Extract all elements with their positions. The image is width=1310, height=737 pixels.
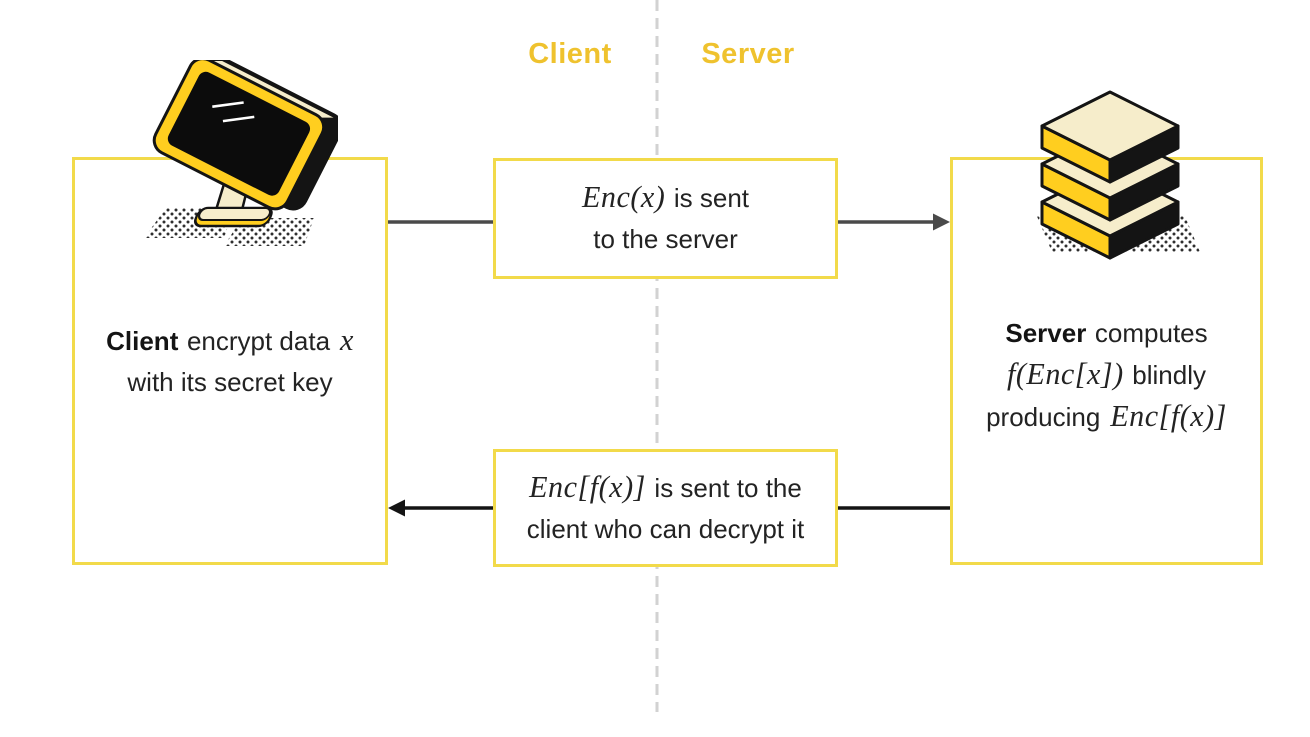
math-enc-f-x-2: Enc[f(x)]: [529, 469, 646, 504]
client-lane-label: Client: [528, 38, 612, 70]
math-enc-f-x: Enc[f(x)]: [1110, 398, 1227, 433]
server-lane-label: Server: [701, 38, 795, 70]
server-line3-text: producing: [986, 401, 1101, 432]
arrow-left-icon: [388, 499, 405, 517]
message-top-box: Enc(x)is sent to the server: [493, 158, 838, 279]
message-bottom-line1: Enc[f(x)] is sent to the: [529, 467, 802, 509]
message-bottom-line1-text: is sent to the: [654, 472, 802, 503]
client-line1-text: encrypt data: [186, 325, 331, 356]
message-bottom-line2: client who can decrypt it: [526, 513, 805, 544]
message-top-line2: to the server: [593, 224, 738, 254]
server-line2-text: blindly: [1132, 359, 1206, 390]
client-word-bold: Client: [106, 325, 179, 356]
server-line1-text: computes: [1094, 317, 1208, 348]
server-word-bold: Server: [1005, 317, 1087, 348]
math-f-enc-x: f(Enc[x]): [1007, 356, 1124, 391]
monitor-icon: [144, 60, 338, 246]
server-box-line3: producing Enc[f(x)]: [986, 396, 1227, 438]
database-stack-icon: [1036, 90, 1200, 260]
message-bottom-box: Enc[f(x)] is sent to the client who can d…: [493, 449, 838, 567]
arrow-right-icon: [933, 213, 950, 231]
math-enc-x: Enc(x): [581, 180, 666, 214]
client-box-line2: with its secret key: [127, 366, 333, 397]
math-x: x: [339, 322, 354, 357]
message-top-line1: Enc(x)is sent: [582, 177, 749, 219]
message-top-line1-text: is sent: [673, 183, 750, 213]
server-box-line2: f(Enc[x]) blindly: [1007, 354, 1206, 396]
